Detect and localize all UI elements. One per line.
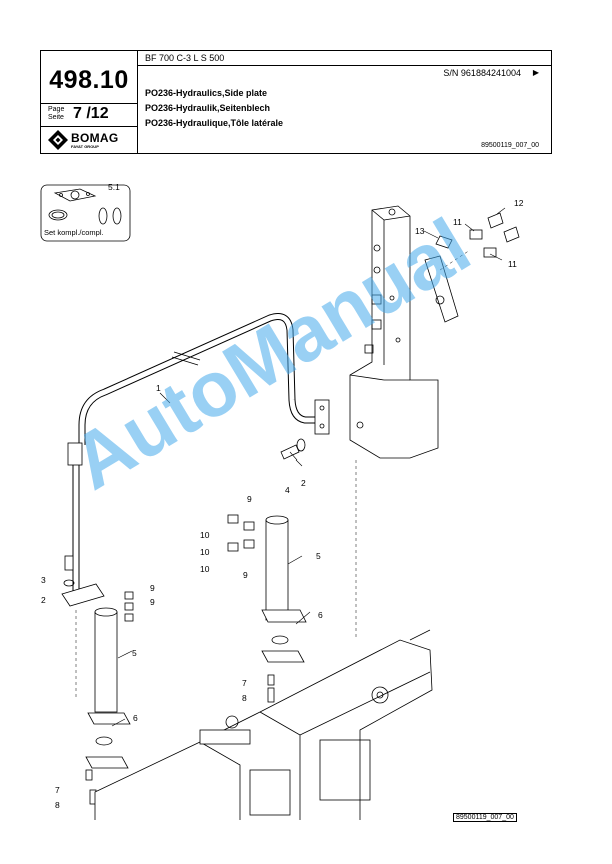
- callout-8: 8: [242, 693, 247, 703]
- seal-ring: [48, 209, 68, 221]
- washer: [296, 438, 306, 452]
- gasket-plate: [53, 188, 97, 202]
- callout-6: 6: [318, 610, 323, 620]
- o-ring: [112, 207, 122, 225]
- title-en: PO236-Hydraulics,Side plate: [145, 88, 268, 98]
- page-current: 7: [73, 105, 82, 122]
- callout-13: 13: [415, 226, 425, 236]
- play-arrow-icon: ▶: [532, 68, 539, 77]
- toggle-switch: [483, 247, 497, 258]
- callout-6: 6: [133, 713, 138, 723]
- callout-4: 4: [285, 485, 290, 495]
- flange: [61, 583, 105, 607]
- footer-drawing-id: 89500119_007_00: [453, 813, 517, 822]
- divider: [41, 126, 137, 127]
- callout-10: 10: [200, 547, 210, 557]
- callout-10: 10: [200, 530, 210, 540]
- callout-3: 3: [41, 575, 46, 585]
- cylinder-left: [94, 611, 118, 713]
- page-number: 498.10: [49, 66, 129, 94]
- drawing-id: 89500119_007_00: [481, 142, 539, 149]
- callout-5: 5: [316, 551, 321, 561]
- callout-2: 2: [41, 595, 46, 605]
- base-frame: [94, 639, 433, 820]
- control-column: [349, 205, 439, 459]
- set-caption: Set kompl./compl.: [44, 228, 104, 237]
- cable-part: [435, 235, 453, 249]
- callout-9: 9: [243, 570, 248, 580]
- page-total: /12: [86, 105, 109, 122]
- machine-model: BF 700 C-3 L S 500: [145, 53, 225, 63]
- callout-9: 9: [150, 597, 155, 607]
- callout-9: 9: [150, 583, 155, 593]
- gear-icon: [371, 686, 389, 704]
- title-fr: PO236-Hydraulique,Tôle latérale: [145, 118, 284, 128]
- cylinder-right: [265, 519, 289, 621]
- pipe-clamp: [314, 399, 330, 435]
- pipe-bracket: [67, 442, 83, 466]
- callout-11: 11: [453, 217, 462, 227]
- section-titles: PO236-Hydraulics,Side plate PO236-Hydrau…: [145, 86, 283, 131]
- screw: [267, 687, 275, 703]
- switch-plate: [424, 255, 459, 323]
- set-box: [40, 184, 131, 242]
- screw: [85, 769, 93, 781]
- callout-5-1: 5.1: [108, 182, 120, 192]
- callout-1: 1: [156, 383, 161, 393]
- divider: [41, 103, 137, 104]
- exploded-parts-drawing: 5.1 1 2 4 2 3 9 9 9 9 10 10 10 5 5 6 6 7…: [40, 182, 524, 820]
- title-de: PO236-Hydraulik,Seitenblech: [145, 103, 271, 113]
- divider: [137, 65, 551, 66]
- bomag-diamond-icon: [48, 130, 68, 150]
- callout-11: 11: [508, 259, 517, 269]
- toggle-switch: [469, 229, 483, 240]
- screw: [267, 674, 275, 686]
- page-label-en: Page: [48, 106, 65, 113]
- callout-7: 7: [242, 678, 247, 688]
- lifting-eye: [225, 715, 239, 729]
- brand-subtitle: FAYAT GROUP: [71, 144, 99, 149]
- base-bracket: [199, 729, 251, 745]
- brand-name: BOMAG: [71, 131, 119, 145]
- page-label: Page Seite: [48, 106, 64, 122]
- switch-cap: [503, 226, 520, 243]
- callout-2: 2: [301, 478, 306, 488]
- divider: [137, 51, 138, 153]
- callout-7: 7: [55, 785, 60, 795]
- seal-ring: [271, 635, 289, 645]
- serial-number: S/N 961884241004: [443, 68, 521, 78]
- screw: [64, 555, 74, 571]
- callout-9: 9: [247, 494, 252, 504]
- page-label-de: Seite: [48, 114, 64, 121]
- callout-8: 8: [55, 800, 60, 810]
- o-ring: [98, 207, 108, 225]
- switch-cap: [487, 212, 504, 229]
- callout-12: 12: [514, 198, 524, 208]
- callout-10: 10: [200, 564, 210, 574]
- seal-ring: [95, 736, 113, 746]
- header-box: BF 700 C-3 L S 500 S/N 961884241004 ▶ 49…: [40, 50, 552, 154]
- callout-5: 5: [132, 648, 137, 658]
- brand-logo: BOMAG FAYAT GROUP: [47, 129, 135, 153]
- page-counter: 7 /12: [73, 105, 109, 123]
